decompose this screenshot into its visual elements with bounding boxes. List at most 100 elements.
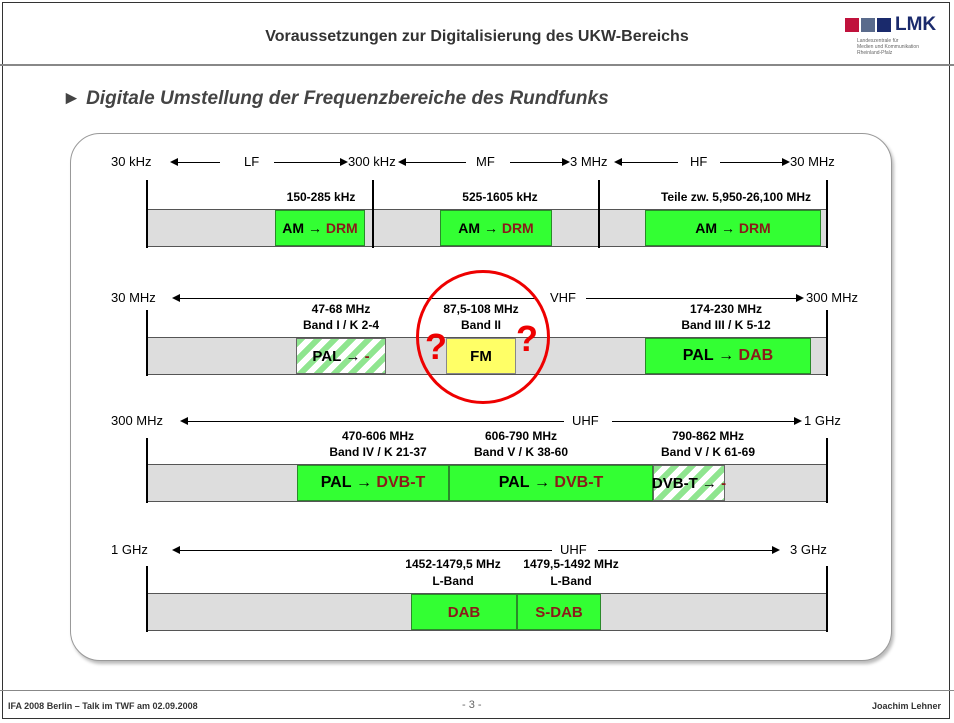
band-label: Band I / K 2-4 — [302, 318, 379, 332]
arrow-icon: → — [533, 474, 550, 491]
scale-label-3ghz: 3 GHz — [790, 542, 827, 557]
arrow-head-left — [398, 158, 406, 166]
arrow-head-left — [172, 546, 180, 554]
arrow-icon: → — [345, 347, 361, 365]
am-drm-block: AM → DRM — [440, 210, 552, 246]
band-label: 150-285 kHz — [286, 190, 356, 204]
axis-tick — [146, 180, 148, 248]
header-divider — [0, 64, 954, 66]
dab-block: DAB — [411, 594, 517, 630]
arrow-icon: → — [483, 220, 498, 236]
arrow-line — [598, 550, 772, 551]
question-mark-icon: ? — [516, 318, 538, 359]
block-to: DVB-T — [376, 474, 426, 491]
arrow-line — [720, 162, 782, 163]
arrow-icon: → — [701, 474, 717, 492]
arrow-head-right — [782, 158, 790, 166]
arrow-line — [406, 162, 466, 163]
block-from: DVB-T — [651, 474, 698, 492]
scale-label-300khz: 300 kHz — [348, 154, 396, 169]
band-label: 174-230 MHz — [689, 302, 763, 316]
s-dab-block: S-DAB — [517, 594, 601, 630]
axis-tick — [826, 438, 828, 503]
logo-line-3: Rheinland-Pfalz — [857, 50, 893, 56]
arrow-line — [586, 298, 796, 299]
footer-left: IFA 2008 Berlin – Talk im TWF am 02.09.2… — [8, 701, 198, 711]
axis-tick — [598, 180, 600, 248]
arrow-line — [510, 162, 562, 163]
block-to: DRM — [501, 220, 534, 236]
axis-tick — [826, 310, 828, 376]
logo-square-1 — [845, 18, 859, 32]
scale-label-vhf: VHF — [550, 290, 576, 305]
lmk-logo: LMK Landeszentrale für Medien und Kommun… — [845, 14, 945, 62]
axis-tick — [146, 310, 148, 376]
band-label: L-Band — [550, 574, 592, 588]
logo-square-3 — [877, 18, 891, 32]
band-label: 525-1605 kHz — [462, 190, 538, 204]
arrow-icon: → — [307, 220, 322, 236]
page-number: - 3 - — [462, 699, 482, 711]
am-drm-block: AM → DRM — [275, 210, 365, 246]
scale-label-1ghz: 1 GHz — [804, 413, 841, 428]
dvbt-off-block: DVB-T → - — [651, 465, 726, 501]
scale-label-mf: MF — [476, 154, 495, 169]
block-from: PAL — [312, 347, 342, 365]
arrow-line — [188, 421, 564, 422]
scale-label-30mhz: 30 MHz — [111, 290, 156, 305]
arrow-head-right — [772, 546, 780, 554]
subtitle: ► Digitale Umstellung der Frequenzbereic… — [62, 88, 609, 109]
logo-line-1: Landeszentrale für — [857, 38, 899, 44]
scale-label-300mhz: 300 MHz — [806, 290, 859, 305]
logo-line-2: Medien und Kommunikation — [857, 44, 919, 50]
arrow-line — [180, 298, 536, 299]
band-label: 606-790 MHz — [484, 429, 558, 443]
band-label: 470-606 MHz — [341, 429, 415, 443]
arrow-line — [180, 550, 552, 551]
footer-right: Joachim Lehner — [872, 701, 942, 711]
logo-name: LMK — [895, 14, 937, 35]
block-to: - — [364, 347, 370, 365]
block-from: PAL — [682, 347, 714, 364]
am-drm-block: AM → DRM — [645, 210, 821, 246]
arrow-icon: → — [718, 347, 735, 364]
arrow-line — [622, 162, 678, 163]
scale-label-30khz: 30 kHz — [111, 154, 152, 169]
arrow-head-right — [562, 158, 570, 166]
band-label: Band V / K 61-69 — [660, 445, 756, 459]
axis-tick — [146, 438, 148, 503]
block-to: DAB — [738, 347, 774, 364]
scale-label-uhf: UHF — [572, 413, 599, 428]
block-to: DVB-T — [554, 474, 604, 491]
arrow-head-right — [340, 158, 348, 166]
axis-tick — [372, 180, 374, 248]
footer-divider — [0, 690, 954, 691]
scale-label-3mhz: 3 MHz — [570, 154, 608, 169]
block-from: AM — [282, 220, 305, 236]
band-label: 1452-1479,5 MHz — [405, 557, 501, 571]
axis-tick — [826, 566, 828, 632]
block-text: S-DAB — [535, 603, 583, 621]
arrow-head-left — [170, 158, 178, 166]
band-label: 1479,5-1492 MHz — [523, 557, 619, 571]
axis-tick — [146, 566, 148, 632]
axis-tick — [826, 180, 828, 248]
scale-label-1ghz: 1 GHz — [111, 542, 148, 557]
band-label: L-Band — [432, 574, 474, 588]
pal-dvbt-block: PAL → DVB-T — [297, 465, 449, 501]
arrow-head-left — [614, 158, 622, 166]
arrow-line — [612, 421, 794, 422]
band-label: Band V / K 38-60 — [473, 445, 569, 459]
band-label: Band IV / K 21-37 — [329, 445, 427, 459]
pal-dab-block: PAL → DAB — [645, 338, 811, 374]
scale-label-hf: HF — [690, 154, 708, 169]
block-text: DAB — [447, 603, 481, 621]
arrow-line — [274, 162, 340, 163]
block-to: DRM — [325, 220, 358, 236]
pal-off-block: PAL → - — [296, 338, 386, 374]
scale-label-uhf: UHF — [560, 542, 587, 557]
arrow-head-right — [796, 294, 804, 302]
arrow-line — [178, 162, 220, 163]
highlight-circle — [416, 270, 550, 404]
block-from: PAL — [498, 474, 530, 491]
